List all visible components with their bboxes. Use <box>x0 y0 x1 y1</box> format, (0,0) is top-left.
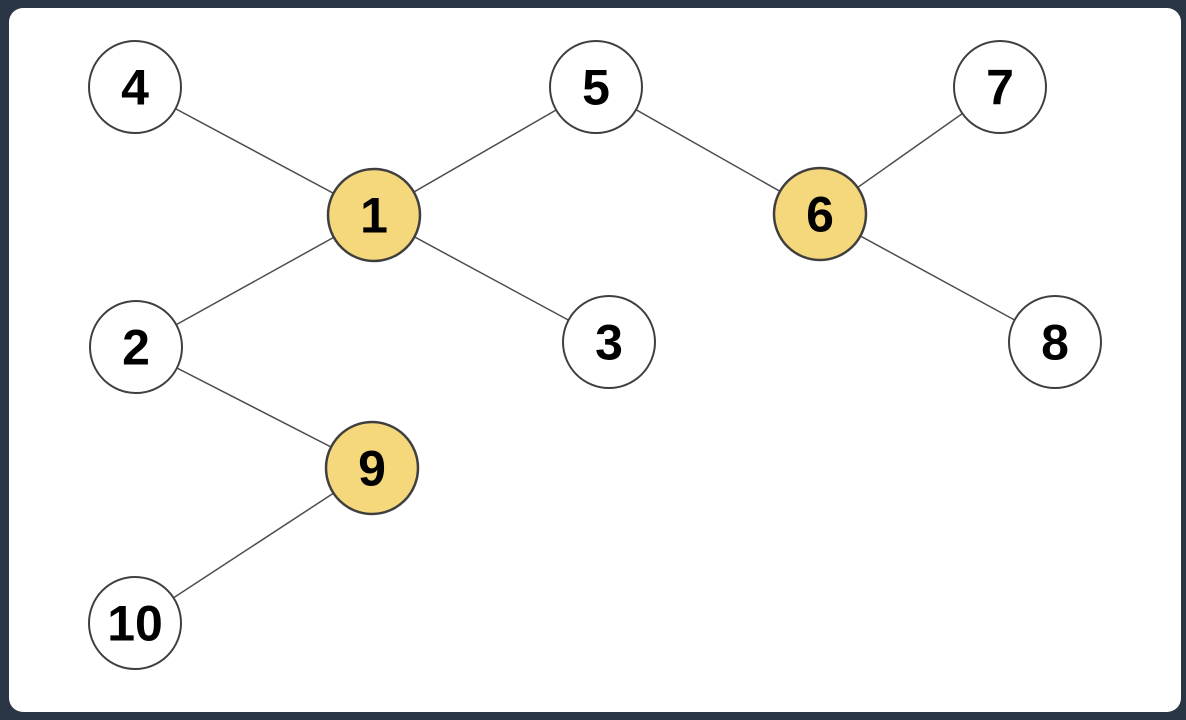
node-9[interactable] <box>324 420 420 516</box>
node-5[interactable] <box>549 40 643 134</box>
node-2[interactable] <box>89 300 183 394</box>
node-4[interactable] <box>88 40 182 134</box>
node-1[interactable] <box>326 167 422 263</box>
node-10[interactable] <box>88 576 182 670</box>
node-3[interactable] <box>562 295 656 389</box>
node-8[interactable] <box>1008 295 1102 389</box>
node-7[interactable] <box>953 40 1047 134</box>
node-6[interactable] <box>772 166 868 262</box>
